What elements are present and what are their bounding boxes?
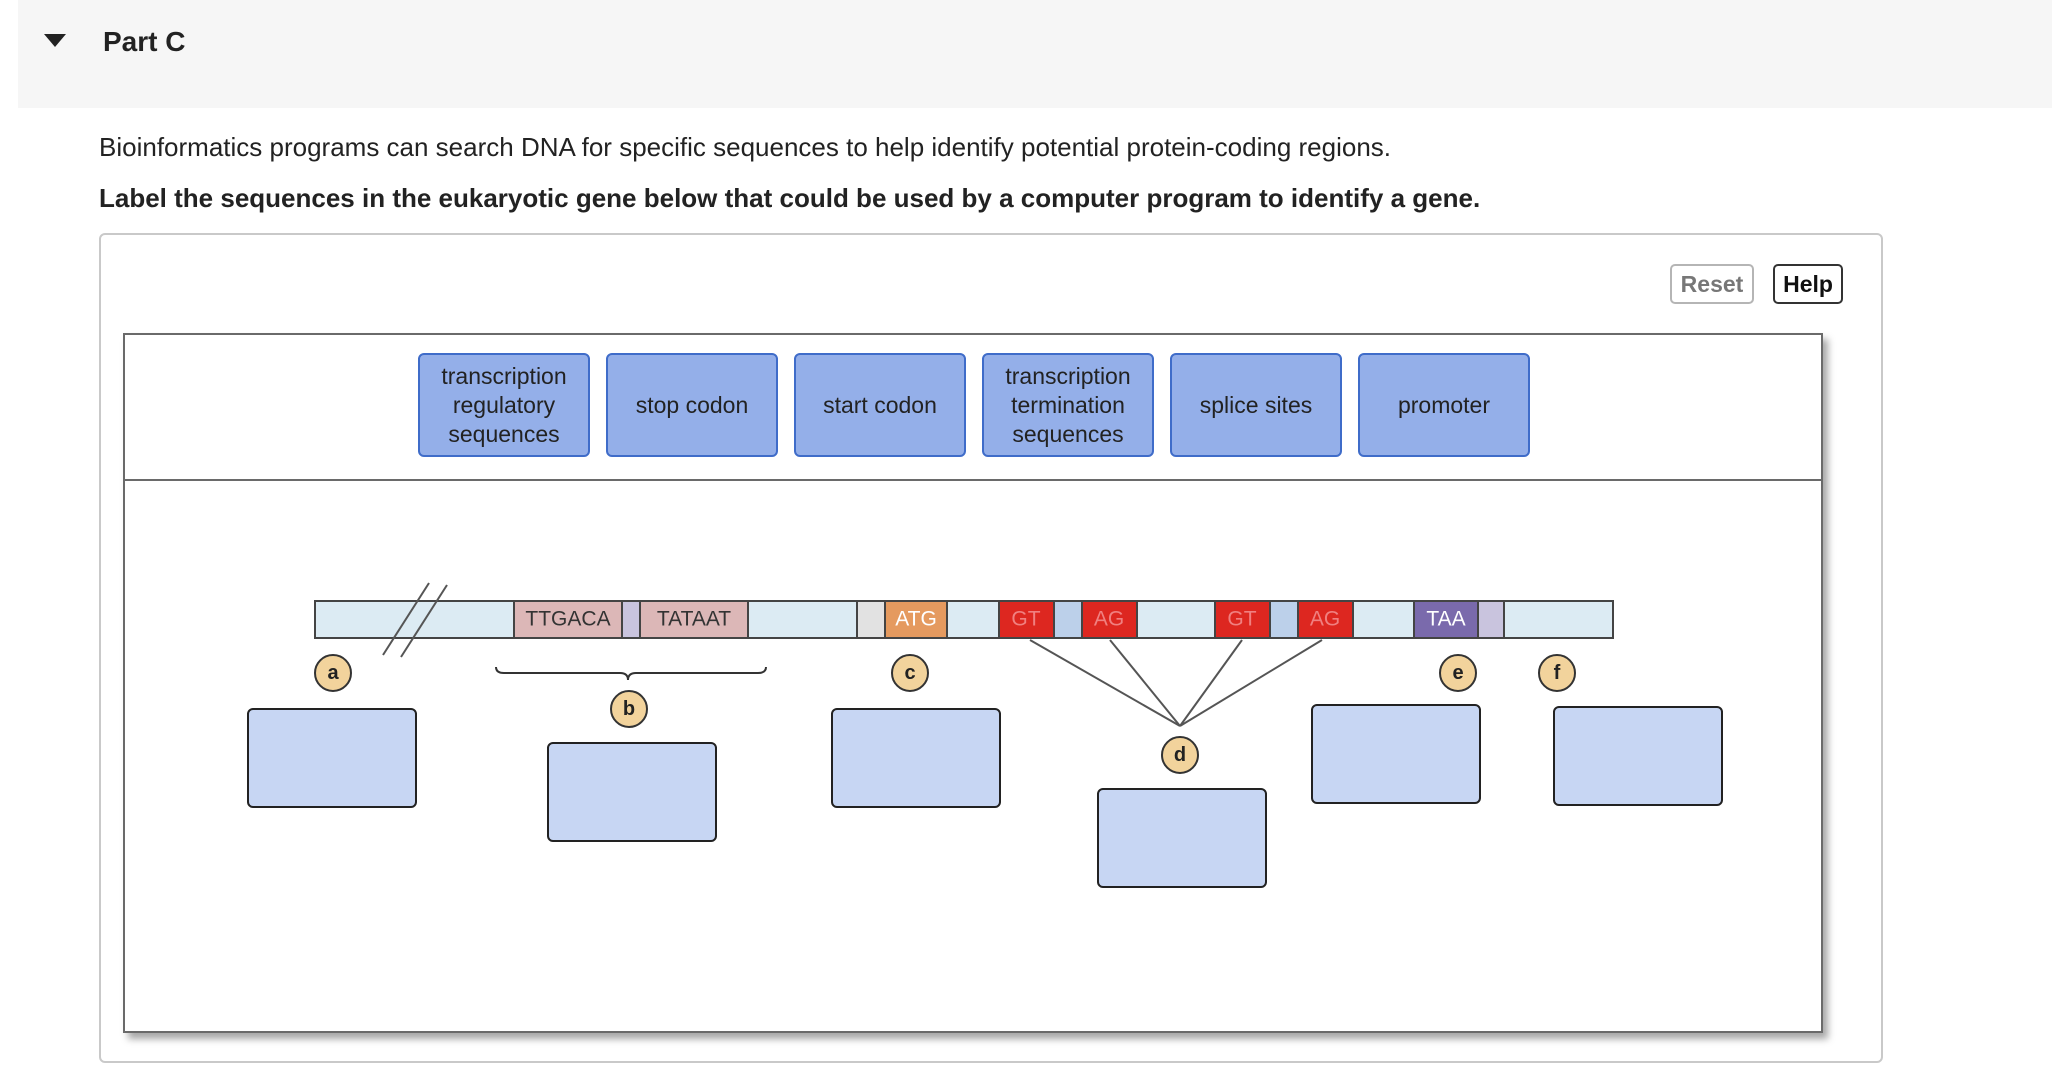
marker-e: e [1439, 654, 1477, 692]
segment-label: GT [1011, 608, 1040, 631]
svg-text:a: a [327, 662, 339, 684]
break-mark [400, 584, 448, 658]
question-instruction: Label the sequences in the eukaryotic ge… [99, 183, 1481, 213]
region-bracket [495, 666, 767, 681]
svg-text:f: f [1554, 662, 1561, 684]
label-start-codon[interactable]: start codon [794, 353, 966, 457]
connector-line [1179, 639, 1323, 727]
label-transcription-termination-sequences[interactable]: transcription termination sequences [982, 353, 1154, 457]
svg-text:c: c [904, 662, 915, 684]
marker-d: d [1161, 736, 1199, 774]
segment-label: AG [1094, 608, 1124, 631]
drop-target-f[interactable] [1553, 706, 1723, 806]
marker-a: a [314, 654, 352, 692]
collapse-toggle-icon[interactable] [44, 34, 66, 47]
segment-box [639, 600, 749, 639]
segment-box [1297, 600, 1354, 639]
segment-box [1081, 600, 1138, 639]
break-mark [382, 582, 430, 656]
drop-target-b[interactable] [547, 742, 717, 842]
segment-box [1413, 600, 1479, 639]
connector-line [1109, 639, 1181, 727]
marker-b: b [610, 690, 648, 728]
segment-label: AG [1310, 608, 1340, 631]
segment-label: TTGACA [525, 608, 610, 631]
segment-box [998, 600, 1055, 639]
segment-box [1214, 600, 1271, 639]
svg-text:b: b [623, 698, 635, 720]
segment-label: ATG [895, 608, 937, 631]
help-button[interactable]: Help [1773, 264, 1843, 304]
drop-target-d[interactable] [1097, 788, 1267, 888]
spacer-box [856, 600, 886, 639]
label-stop-codon[interactable]: stop codon [606, 353, 778, 457]
connector-line [1179, 639, 1243, 727]
question-intro: Bioinformatics programs can search DNA f… [99, 132, 1392, 162]
part-title: Part C [103, 26, 186, 57]
svg-text:d: d [1174, 744, 1186, 766]
spacer-box [621, 600, 641, 639]
marker-f: f [1538, 654, 1576, 692]
spacer-box [1477, 600, 1505, 639]
label-transcription-regulatory-sequences[interactable]: transcription regulatory sequences [418, 353, 590, 457]
part-header [18, 0, 2052, 108]
segment-box [884, 600, 948, 639]
spacer-box [1269, 600, 1299, 639]
reset-button[interactable]: Reset [1670, 264, 1754, 304]
drop-target-e[interactable] [1311, 704, 1481, 804]
segment-label: TAA [1426, 608, 1465, 631]
segment-label: TATAAT [657, 608, 731, 631]
drop-target-c[interactable] [831, 708, 1001, 808]
connector-line [1029, 639, 1181, 727]
svg-text:e: e [1452, 662, 1463, 684]
marker-c: c [891, 654, 929, 692]
label-promoter[interactable]: promoter [1358, 353, 1530, 457]
drop-target-a[interactable] [247, 708, 417, 808]
label-splice-sites[interactable]: splice sites [1170, 353, 1342, 457]
label-bank-divider [125, 479, 1821, 481]
spacer-box [1053, 600, 1083, 639]
labeling-canvas [123, 333, 1823, 1033]
segment-label: GT [1227, 608, 1256, 631]
